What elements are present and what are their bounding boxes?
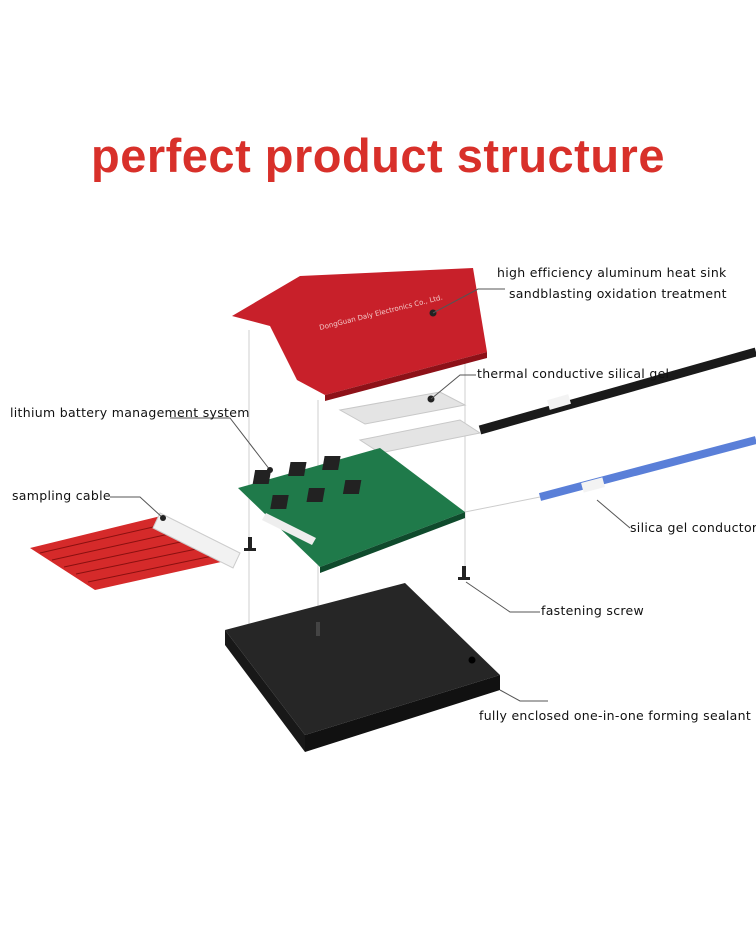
enclosure-case	[225, 583, 500, 752]
callout-lines	[110, 288, 631, 702]
aluminum-heat-sink: DongGuan Daly Electronics Co., Ltd.	[232, 268, 487, 401]
label-heat-sink: high efficiency aluminum heat sink	[497, 265, 727, 280]
label-sealant: fully enclosed one-in-one forming sealan…	[479, 708, 752, 723]
sampling-cable	[30, 512, 241, 590]
label-screw: fastening screw	[541, 603, 645, 618]
label-bms: lithium battery management system	[10, 405, 250, 420]
page-title: perfect product structure	[91, 129, 665, 182]
fastening-screws	[244, 537, 470, 580]
label-thermal-gel: thermal conductive silical gel	[477, 366, 670, 381]
label-sandblasting: sandblasting oxidation treatment	[509, 286, 727, 301]
bms-circuit-board	[238, 448, 465, 573]
power-cables	[464, 347, 756, 513]
thermal-gel-pads	[338, 391, 482, 454]
label-silica-conductor: silica gel conductor	[630, 520, 756, 535]
label-sampling-cable: sampling cable	[12, 488, 111, 503]
